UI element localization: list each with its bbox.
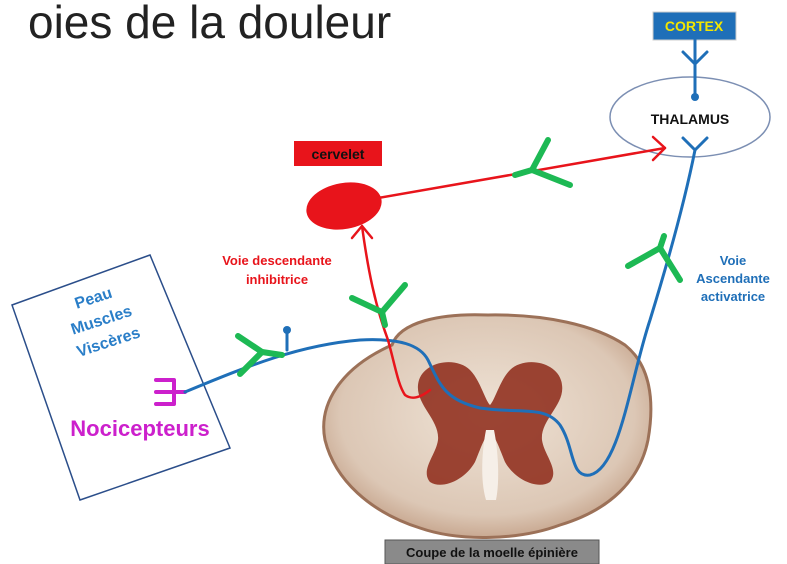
page-title: oies de la douleur <box>28 0 391 48</box>
spinal-cord-section <box>324 315 651 538</box>
synapse-icon <box>238 336 282 374</box>
descending-pathway-label: Voie descendante inhibitrice <box>222 253 332 287</box>
afferent-branch-dot <box>283 326 291 334</box>
cortex-label: CORTEX <box>665 18 724 34</box>
nocicepteurs-label: Nocicepteurs <box>70 416 209 441</box>
svg-text:activatrice: activatrice <box>701 289 765 304</box>
cortex-projection-dot <box>691 93 699 101</box>
thalamus-label: THALAMUS <box>651 111 730 127</box>
cervelet-nucleus <box>303 177 386 235</box>
synapse-icon <box>515 140 570 185</box>
synapse-icon <box>352 285 405 325</box>
cortex-box: CORTEX <box>653 12 736 40</box>
caption-box: Coupe de la moelle épinière <box>385 540 599 564</box>
cervelet-label: cervelet <box>312 146 365 162</box>
cervelet-box: cervelet <box>294 141 382 166</box>
ascending-pathway-label: Voie Ascendante activatrice <box>696 253 770 304</box>
svg-text:Voie: Voie <box>720 253 747 268</box>
svg-text:inhibitrice: inhibitrice <box>246 272 308 287</box>
svg-text:Voie descendante: Voie descendante <box>222 253 332 268</box>
caption-text: Coupe de la moelle épinière <box>406 545 578 560</box>
tissue-panel: Peau Muscles Viscères Nocicepteurs <box>12 255 230 500</box>
svg-text:Ascendante: Ascendante <box>696 271 770 286</box>
